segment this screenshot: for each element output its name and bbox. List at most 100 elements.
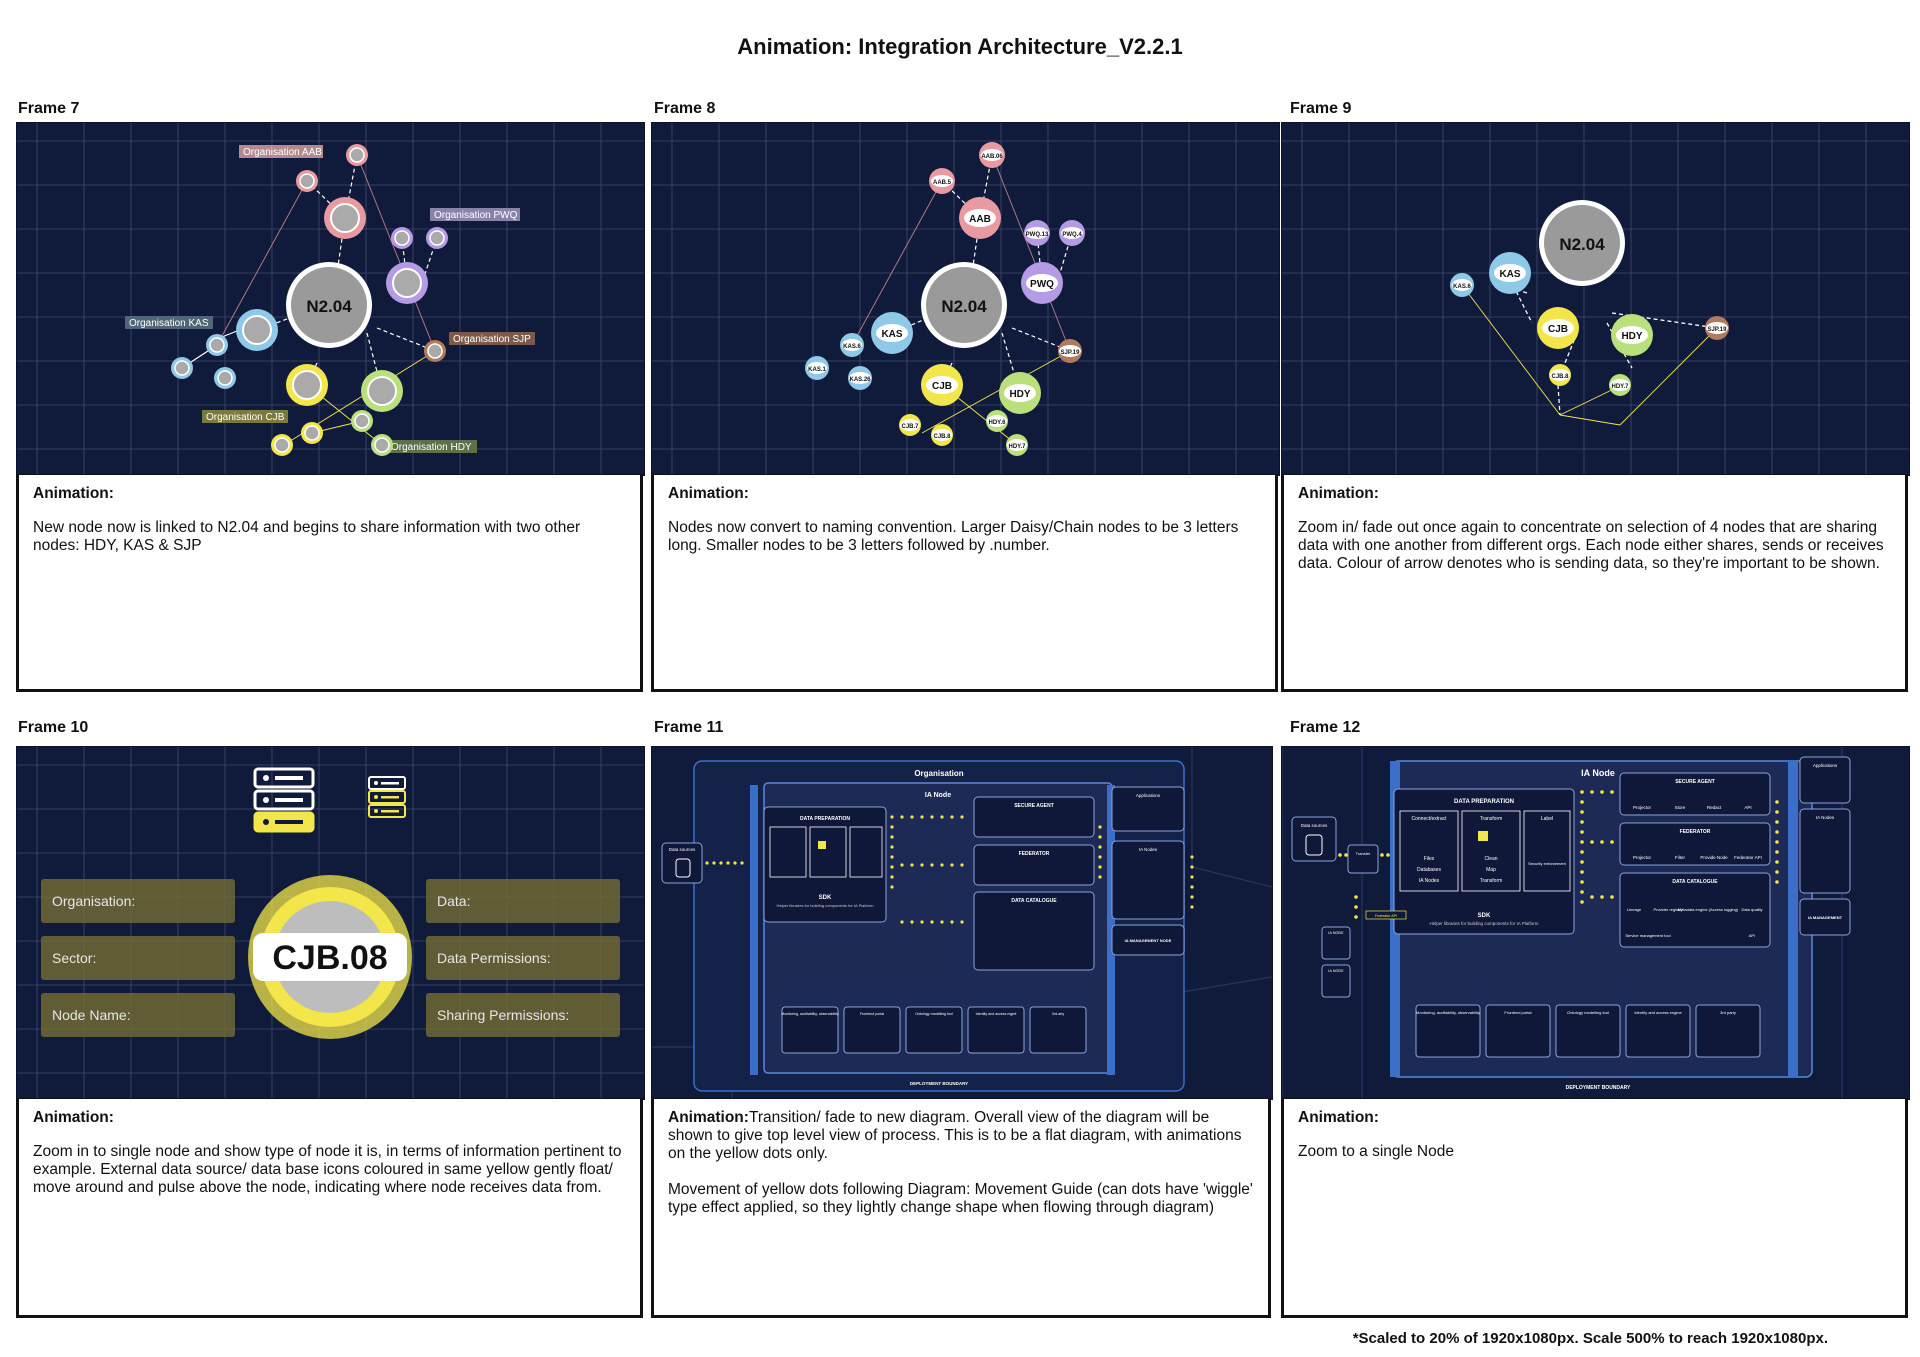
svg-text:KAS.6: KAS.6 [843,344,861,350]
org-label-hdy: Organisation HDY [391,442,472,453]
node-cjb08[interactable]: CJB.08 [248,875,412,1039]
node-green-small-2[interactable] [371,434,393,456]
org-label-kas: Organisation KAS [129,318,209,329]
frame-8-description: Animation: Nodes now convert to naming c… [651,474,1278,692]
svg-text:HDY.6: HDY.6 [988,420,1006,426]
field-sharing-permissions: Sharing Permissions: [437,1007,569,1023]
tool-identity: Identity and access engine [1634,1010,1682,1015]
node-hdy[interactable]: HDY [999,372,1041,414]
ia-management-label: IA MANAGEMENT [1808,915,1843,920]
sdk-label: SDK [819,895,832,901]
svg-text:HDY.7: HDY.7 [1008,444,1026,450]
frame-8-panel: AAB.06 AAB.5 AAB PWQ.13 PWQ.4 PWQ N2.04 … [651,122,1280,476]
frame-11-description: Animation:Transition/ fade to new diagra… [651,1098,1271,1318]
svg-text:AAB.5: AAB.5 [933,180,952,186]
node-kas6[interactable]: KAS.6 [1450,273,1474,297]
node-cjb8[interactable]: CJB.8 [931,424,953,446]
node-green-large[interactable] [361,370,403,412]
animation-text: Transition/ fade to new diagram. Overall… [668,1109,1242,1162]
tool-monitoring: Monitoring, auditability, observability [1416,1010,1480,1015]
node-kas6[interactable]: KAS.6 [840,333,864,357]
node-blue-small-1[interactable] [206,334,228,356]
frame-8-graph: AAB.06 AAB.5 AAB PWQ.13 PWQ.4 PWQ N2.04 … [652,123,1279,475]
node-blue-small-2[interactable] [171,357,193,379]
node-aab[interactable]: AAB [959,197,1001,239]
node-purple-large[interactable] [386,262,428,304]
prep-security: Security enforcement [1528,861,1567,866]
node-green-small-1[interactable] [351,410,373,432]
node-center-n204[interactable]: N2.04 [1539,200,1625,286]
animation-text: Zoom in to single node and show type of … [33,1143,622,1196]
tool-frontend: Frontend portal [860,1012,885,1016]
frame-8-label: Frame 8 [654,100,716,117]
yellow-flow-dots [1338,790,1779,919]
frame-10-label: Frame 10 [18,719,89,736]
sdk-label: SDK [1478,913,1491,919]
node-blue-small-3[interactable] [214,367,236,389]
node-hdy[interactable]: HDY [1611,314,1653,356]
node-kas26[interactable]: KAS.26 [848,366,872,390]
fed-projector: Projector [1633,855,1652,860]
node-kas1[interactable]: KAS.1 [805,356,829,380]
node-pink-large[interactable] [324,197,366,239]
node-purple-small-2[interactable] [426,227,448,249]
node-aab5[interactable]: AAB.5 [929,168,955,194]
field-organisation: Organisation: [52,893,135,909]
animation-text-2: Movement of yellow dots following Diagra… [668,1181,1253,1216]
node-center-n204[interactable]: N2.04 [921,262,1007,348]
node-purple-small-1[interactable] [391,227,413,249]
node-yellow-small-2[interactable] [301,422,323,444]
node-kas[interactable]: KAS [1489,252,1531,294]
svg-text:CJB: CJB [932,381,952,392]
node-brown-small[interactable] [424,340,446,362]
node-cjb[interactable]: CJB [1537,307,1579,349]
animation-heading: Animation: [33,1109,114,1126]
node-yellow-small-1[interactable] [271,434,293,456]
svg-text:HDY: HDY [1621,331,1642,342]
prep-label: Label [1541,816,1553,822]
animation-heading: Animation: [1298,485,1379,502]
node-hdy7[interactable]: HDY.7 [1609,374,1631,396]
node-pink-small-2[interactable] [296,170,318,192]
org-label-cjb: Organisation CJB [206,412,285,423]
node-hdy7[interactable]: HDY.7 [1006,434,1028,456]
node-pwq13[interactable]: PWQ.13 [1024,220,1050,246]
node-cjb[interactable]: CJB [921,364,963,406]
node-pink-small-1[interactable] [346,144,368,166]
org-label-aab: Organisation AAB [243,147,322,158]
data-catalogue-title: DATA CATALOGUE [1672,879,1718,885]
frame-11-diagram: Organisation IA Node DATA PREPARATION SD… [652,747,1272,1099]
node-yellow-large[interactable] [286,364,328,406]
tool-monitoring: Monitoring, auditability, observability [781,1012,839,1016]
node-center-n204[interactable]: N2.04 [286,262,372,348]
node-cjb8[interactable]: CJB.8 [1549,364,1571,386]
node-pwq4[interactable]: PWQ.4 [1059,220,1085,246]
animation-text: New node now is linked to N2.04 and begi… [33,519,581,554]
frame-12-label: Frame 12 [1290,719,1361,736]
data-preparation-title: DATA PREPARATION [800,816,850,822]
node-blue-large[interactable] [236,309,278,351]
tool-ontology: Ontology modelling tool [915,1012,953,1016]
node-aab06[interactable]: AAB.06 [979,142,1005,168]
svg-text:AAB.06: AAB.06 [981,154,1003,160]
node-kas[interactable]: KAS [871,312,913,354]
database-icon-large [253,767,315,833]
animation-text: Zoom to a single Node [1298,1143,1454,1160]
svg-text:PWQ.4: PWQ.4 [1062,232,1082,238]
node-hdy6[interactable]: HDY.6 [986,410,1008,432]
prep-transform-item: Transform [1480,878,1503,884]
federator-api-tag: Federator API [1375,914,1397,918]
node-sjp19[interactable]: SJP.19 [1705,316,1729,340]
cat-quality: Data quality [1741,907,1762,912]
animation-heading: Animation: [1298,1109,1379,1126]
ia-nodes-label: IA Nodes [1816,815,1835,820]
node-sjp19[interactable]: SJP.19 [1058,339,1082,363]
frame-12-panel: IA Node DATA PREPARATION Connect/extract… [1281,746,1910,1100]
ia-node-small-1: IA NODE [1328,931,1344,935]
node-pwq[interactable]: PWQ [1021,262,1063,304]
deployment-boundary-label: DEPLOYMENT BOUNDARY [910,1081,968,1086]
frame-7-graph: Organisation AAB Organisation PWQ Organi… [17,123,644,475]
field-data: Data: [437,893,470,909]
node-cjb7[interactable]: CJB.7 [899,414,921,436]
svg-text:HDY.7: HDY.7 [1611,384,1629,390]
